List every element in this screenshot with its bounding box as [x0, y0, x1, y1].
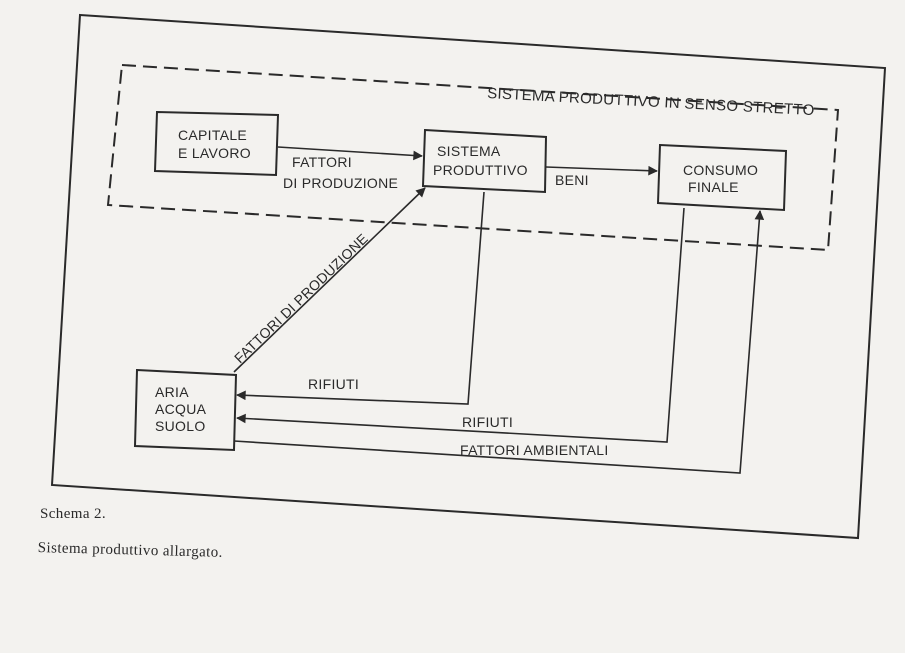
edge-sistema-rifiuti-to-aria [236, 191, 485, 405]
edge-fattori-diag-label: FATTORI DI PRODUZIONE [231, 230, 371, 366]
edge-rifiuti-2-label: RIFIUTI [462, 414, 513, 430]
edge-fattori-ambientali-label: FATTORI AMBIENTALI [460, 442, 609, 458]
edge-fattori-top-line2: DI PRODUZIONE [283, 175, 398, 191]
edge-beni-label: BENI [555, 172, 589, 188]
node-capitale-box [153, 110, 280, 177]
node-sistema-line1: SISTEMA [437, 143, 501, 159]
outer-frame [50, 13, 887, 540]
edge-capitale-to-sistema [277, 146, 423, 161]
edge-fattori-top-line1: FATTORI [292, 154, 352, 170]
node-consumo-line2: FINALE [688, 179, 739, 195]
node-capitale-line2: E LAVORO [178, 145, 251, 161]
node-aria-box [133, 368, 238, 452]
edge-aria-to-consumo-fattori-ambientali [233, 210, 765, 474]
node-sistema-line2: PRODUTTIVO [433, 162, 528, 178]
edge-aria-to-sistema [233, 187, 426, 373]
node-aria-line2: ACQUA [155, 401, 207, 417]
node-capitale-line1: CAPITALE [178, 127, 247, 143]
dashed-boundary-label: SISTEMA PRODUTTIVO IN SENSO STRETTO [487, 85, 815, 119]
node-consumo-box [656, 143, 788, 212]
edge-rifiuti-1-label: RIFIUTI [308, 376, 359, 392]
edge-consumo-rifiuti-to-aria [236, 207, 685, 443]
caption-schema: Schema 2. [40, 506, 107, 522]
dashed-boundary [106, 63, 840, 252]
node-aria-line1: ARIA [155, 384, 189, 400]
edge-sistema-to-consumo [545, 165, 658, 176]
node-consumo-line1: CONSUMO [683, 162, 758, 178]
node-sistema-box [421, 128, 548, 194]
node-aria-line3: SUOLO [155, 418, 206, 434]
